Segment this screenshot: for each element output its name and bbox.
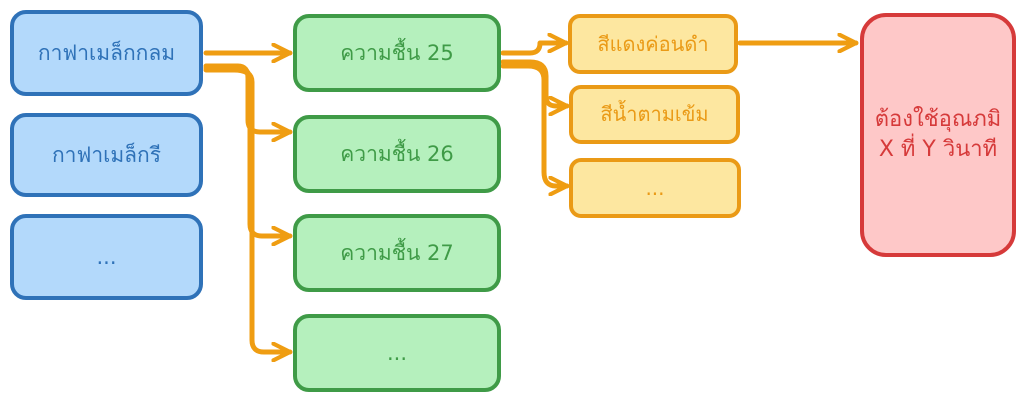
node-bean-more-label: ... xyxy=(96,244,117,269)
node-color-dark-brown-label: สีน้ำตามเข้ม xyxy=(600,102,709,126)
node-moisture-26-label: ความชื้น 26 xyxy=(340,141,454,166)
node-result-line1: ต้องใช้อุณภมิ xyxy=(874,107,1002,133)
node-moisture-25: ความชื้น 25 xyxy=(293,14,501,92)
node-result-line2: X ที่ Y วินาที xyxy=(878,137,998,162)
node-bean-more: ... xyxy=(10,214,203,300)
node-moisture-25-label: ความชื้น 25 xyxy=(340,40,454,65)
node-moisture-27: ความชื้น 27 xyxy=(293,214,501,292)
node-bean-oval: กาฟาเมล็กรี xyxy=(10,113,203,197)
arrow-bean-to-moisture-more xyxy=(203,67,293,352)
node-bean-round: กาฟาเมล็กกลม xyxy=(10,10,203,96)
node-bean-oval-label: กาฟาเมล็กรี xyxy=(51,142,162,167)
node-color-red-black: สีแดงค่อนดำ xyxy=(568,14,738,74)
node-bean-round-label: กาฟาเมล็กกลม xyxy=(37,40,176,65)
arrow-bean-to-moisture-27 xyxy=(203,65,293,236)
arrow-moisture-to-color-red xyxy=(500,43,569,56)
node-moisture-26: ความชื้น 26 xyxy=(293,115,501,193)
node-result: ต้องใช้อุณภมิ X ที่ Y วินาที xyxy=(860,13,1016,257)
node-color-more-label: ... xyxy=(645,175,665,200)
arrow-moisture-to-color-more xyxy=(500,63,570,186)
node-color-more: ... xyxy=(569,158,741,218)
node-color-dark-brown: สีน้ำตามเข้ม xyxy=(569,85,740,144)
node-moisture-27-label: ความชื้น 27 xyxy=(340,240,454,265)
node-moisture-more: ... xyxy=(293,314,501,392)
node-moisture-more-label: ... xyxy=(386,340,408,365)
node-color-red-black-label: สีแดงค่อนดำ xyxy=(597,31,709,56)
